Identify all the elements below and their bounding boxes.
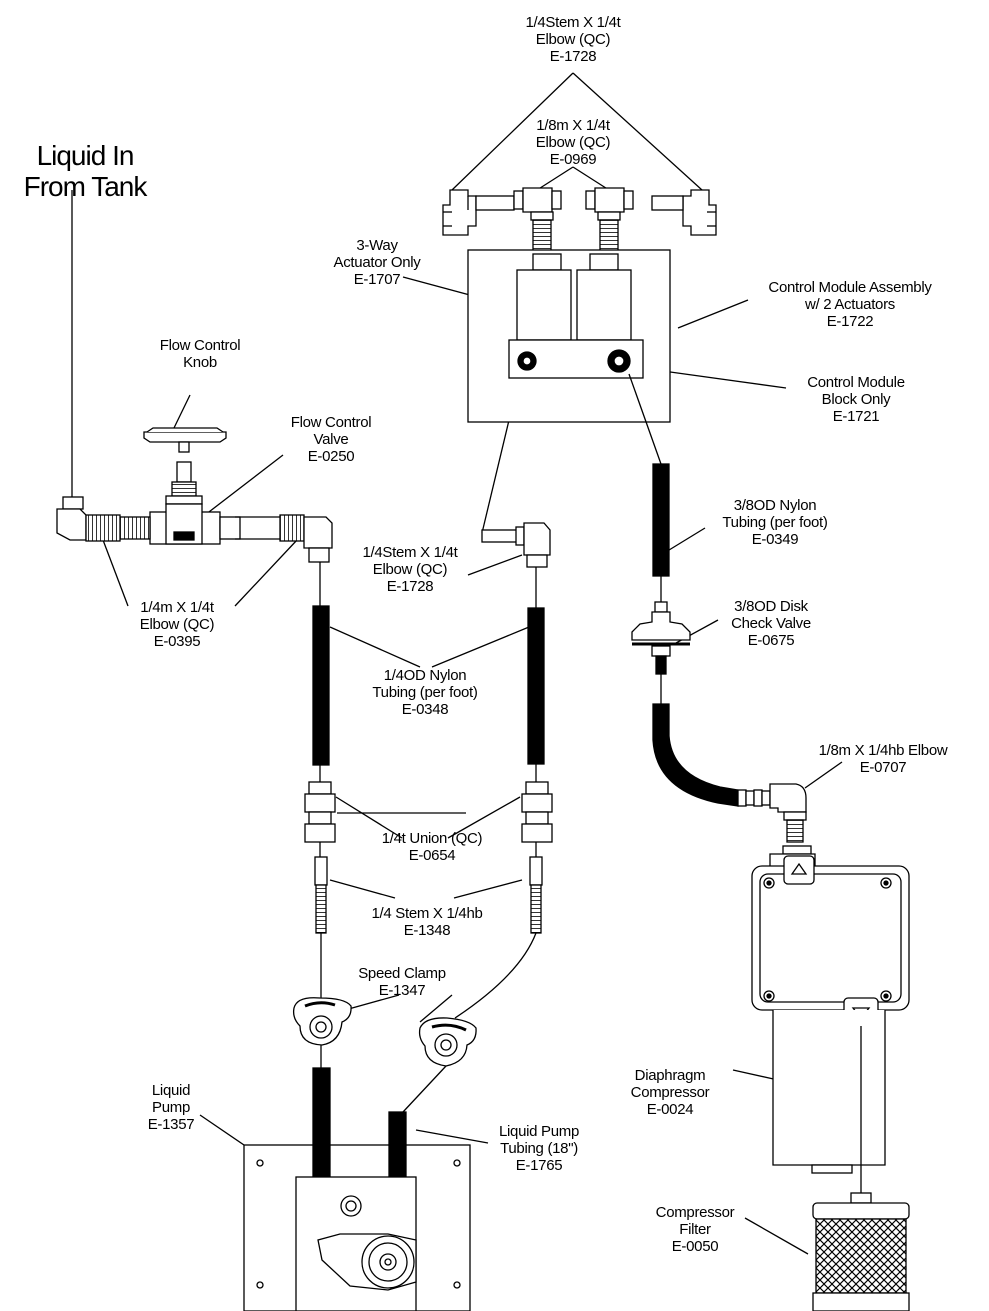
label-elbow-14m: 1/4m X 1/4t Elbow (QC) E-0395 [117,599,237,650]
speed-clamp-right [418,1017,477,1067]
label-union: 1/4t Union (QC) E-0654 [362,830,502,864]
label-line: Elbow (QC) [535,31,611,48]
right-tubing [628,373,739,807]
label-line: Elbow (QC) [372,561,448,578]
label-speed-clamp: Speed Clamp E-1347 [342,965,462,999]
elbow-18m-right [585,187,634,255]
label-line: E-1728 [549,48,597,65]
diaphragm-compressor [751,845,910,1204]
label-line: Diaphragm [634,1067,706,1084]
label-line: E-0969 [549,151,597,168]
label-line: E-1765 [515,1157,563,1174]
label-line: Tubing (per foot) [722,514,828,531]
label-line: Tubing (per foot) [372,684,478,701]
label-line: E-1357 [147,1116,195,1133]
elbow-qc-mid [481,522,551,568]
label-line: 3/8OD Disk [734,598,808,615]
elbow-14m-right [279,514,333,563]
label-line: E-0348 [401,701,449,718]
label-line: E-0675 [747,632,795,649]
elbow-hb [737,783,807,843]
label-line: 3/8OD Nylon [733,497,817,514]
label-pump: Liquid Pump E-1357 [126,1082,216,1133]
elbow-18m-left [513,187,562,255]
leader-lines [71,72,843,1255]
label-valve: Flow Control Valve E-0250 [276,414,386,465]
label-line: Tubing (18") [500,1140,578,1157]
label-line: E-1728 [386,578,434,595]
liquid-pump [243,1067,471,1311]
label-line: Valve [313,431,349,448]
label-line: 1/4m X 1/4t [140,599,214,616]
label-line: E-1722 [826,313,874,330]
label-line: E-1348 [403,922,451,939]
compressor-filter [812,1202,910,1311]
label-line: Compressor [655,1204,735,1221]
label-nylon-14: 1/4OD Nylon Tubing (per foot) E-0348 [355,667,495,718]
label-control-module: Control Module Assembly w/ 2 Actuators E… [740,279,960,330]
label-line: E-0349 [751,531,799,548]
label-line: Control Module [807,374,905,391]
label-line: E-0707 [859,759,907,776]
label-line: Knob [183,354,217,371]
speed-clamp-left [292,997,352,1046]
label-line: 1/4t Union (QC) [381,830,483,847]
label-line: Pump [152,1099,190,1116]
label-line: Flow Control [290,414,372,431]
elbow-14m-left [56,496,121,542]
elbow-qc-top-left [442,189,515,236]
label-line: Liquid Pump [498,1123,580,1140]
label-pump-tubing: Liquid Pump Tubing (18") E-1765 [484,1123,594,1174]
label-line: Actuator Only [333,254,421,271]
label-elbow-top: 1/4Stem X 1/4t Elbow (QC) E-1728 [513,14,633,65]
flow-control-valve [119,427,280,545]
label-line: E-0024 [646,1101,694,1118]
label-line: Elbow (QC) [535,134,611,151]
label-line: E-0654 [408,847,456,864]
label-line: Flow Control [159,337,241,354]
label-line: Liquid [151,1082,191,1099]
title-liquid-in: Liquid In From Tank [10,140,160,202]
label-stem-hb: 1/4 Stem X 1/4hb E-1348 [352,905,502,939]
tubing-right-run [454,567,553,1019]
label-line: 1/4OD Nylon [383,667,467,684]
label-line: Control Module Assembly [768,279,932,296]
label-elbow-18m: 1/8m X 1/4t Elbow (QC) E-0969 [520,117,626,168]
label-line: E-0395 [153,633,201,650]
label-compressor: Diaphragm Compressor E-0024 [620,1067,720,1118]
title-line1: Liquid In [36,140,135,171]
label-elbow-hb: 1/8m X 1/4hb Elbow E-0707 [808,742,958,776]
label-knob: Flow Control Knob [150,337,250,371]
label-line: Block Only [821,391,891,408]
label-line: 1/8m X 1/4t [536,117,610,134]
label-line: w/ 2 Actuators [804,296,895,313]
label-line: Elbow (QC) [139,616,215,633]
label-line: 1/8m X 1/4hb Elbow [818,742,948,759]
label-elbow-mid: 1/4Stem X 1/4t Elbow (QC) E-1728 [350,544,470,595]
label-line: Check Valve [731,615,811,632]
label-nylon-38: 3/8OD Nylon Tubing (per foot) E-0349 [705,497,845,548]
control-module [467,249,671,423]
label-line: E-1721 [832,408,880,425]
label-line: E-1707 [353,271,401,288]
label-line: E-1347 [378,982,426,999]
label-line: Compressor [630,1084,710,1101]
label-line: Filter [679,1221,711,1238]
label-actuator: 3-Way Actuator Only E-1707 [322,237,432,288]
elbow-qc-top-right [651,189,717,236]
title-line2: From Tank [23,171,148,202]
label-line: 1/4 Stem X 1/4hb [371,905,483,922]
label-line: E-0250 [307,448,355,465]
label-line: 1/4Stem X 1/4t [525,14,621,31]
label-check-valve: 3/8OD Disk Check Valve E-0675 [716,598,826,649]
label-line: Speed Clamp [358,965,446,982]
label-line: 1/4Stem X 1/4t [362,544,458,561]
label-block: Control Module Block Only E-1721 [786,374,926,425]
tubing-left-run [304,562,336,998]
label-filter: Compressor Filter E-0050 [640,1204,750,1255]
label-line: E-0050 [671,1238,719,1255]
label-line: 3-Way [356,237,398,254]
